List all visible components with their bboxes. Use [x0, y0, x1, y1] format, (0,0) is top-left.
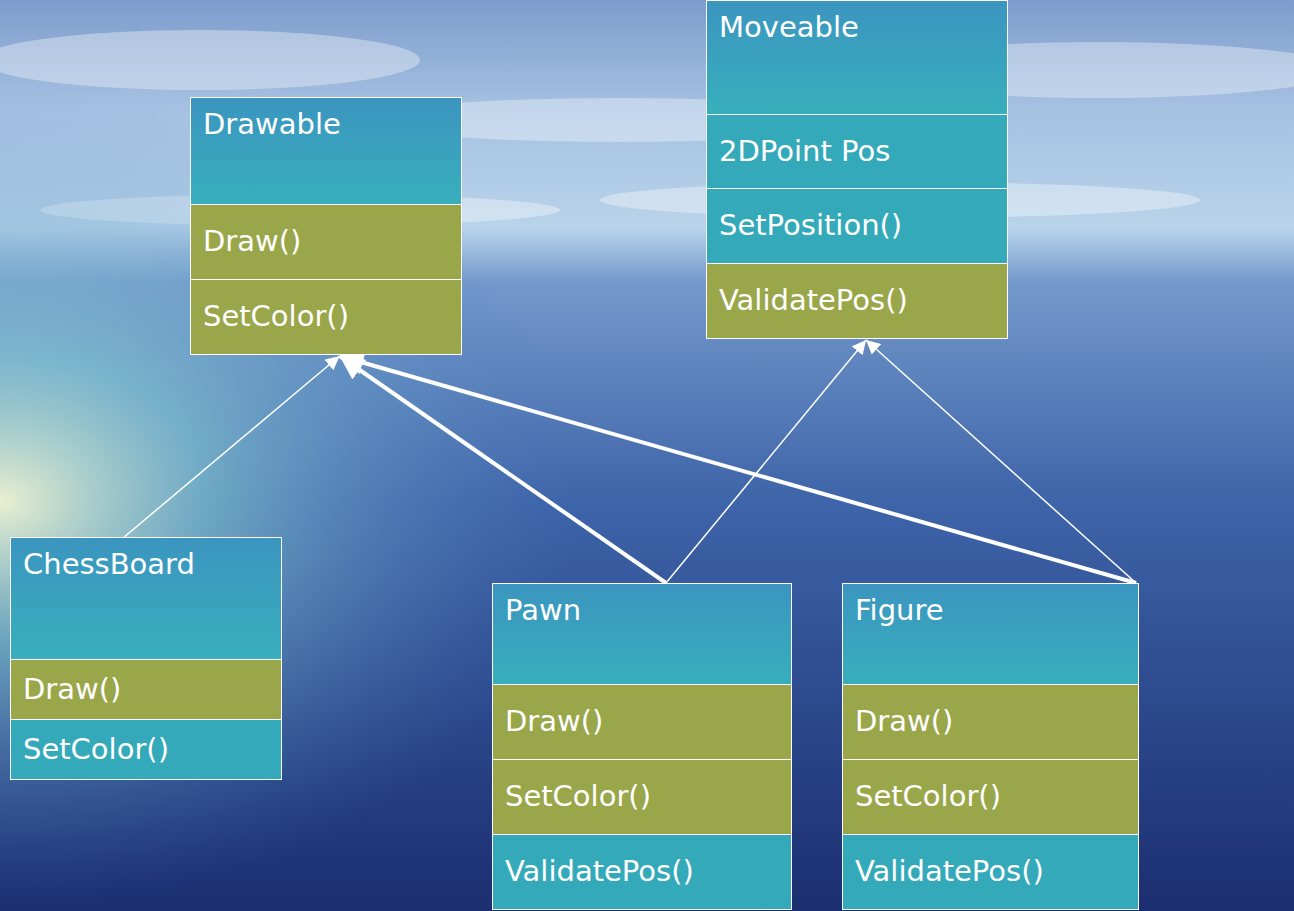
class-member: SetColor()	[855, 780, 1001, 813]
class-member: 2DPoint Pos	[719, 135, 890, 168]
class-member-row: 2DPoint Pos	[707, 114, 1007, 188]
class-member: ValidatePos()	[719, 284, 908, 317]
class-member: Draw()	[855, 705, 953, 738]
class-member: Draw()	[23, 673, 121, 706]
class-member: SetPosition()	[719, 209, 902, 242]
class-member: ValidatePos()	[505, 855, 694, 888]
class-name: Figure	[855, 594, 944, 627]
inheritance-arrow	[666, 340, 866, 583]
class-member: SetColor()	[505, 780, 651, 813]
inheritance-arrow	[340, 356, 666, 583]
class-member-row: SetColor()	[843, 759, 1138, 834]
class-member-row: Draw()	[191, 204, 461, 279]
class-member: ValidatePos()	[855, 855, 1044, 888]
class-box: ChessBoardDraw() SetColor()	[10, 537, 282, 780]
class-member: Draw()	[203, 225, 301, 258]
class-member-row: ValidatePos()	[707, 263, 1007, 338]
class-name: Pawn	[505, 594, 581, 627]
class-header: Drawable	[191, 98, 461, 204]
class-name: ChessBoard	[23, 548, 195, 581]
class-box: FigureDraw() SetColor() ValidatePos()	[842, 583, 1139, 910]
class-header: Moveable	[707, 1, 1007, 114]
inheritance-arrow	[340, 356, 1136, 583]
class-box: Moveable 2DPoint PosSetPosition() Validate…	[706, 0, 1008, 339]
class-name: Drawable	[203, 108, 341, 141]
class-member-row: Draw()	[493, 684, 791, 759]
class-member: SetColor()	[23, 733, 169, 766]
class-member-row: ValidatePos()	[493, 834, 791, 909]
class-member-row: SetPosition()	[707, 188, 1007, 263]
class-header: Pawn	[493, 584, 791, 684]
class-member-row: ValidatePos()	[843, 834, 1138, 909]
inheritance-arrow	[124, 356, 339, 537]
class-box: PawnDraw() SetColor() ValidatePos()	[492, 583, 792, 910]
class-header: Figure	[843, 584, 1138, 684]
class-header: ChessBoard	[11, 538, 281, 659]
inheritance-arrow	[866, 340, 1136, 583]
class-member-row: SetColor()	[11, 719, 281, 779]
class-member-row: Draw()	[11, 659, 281, 719]
class-name: Moveable	[719, 11, 859, 44]
class-member: Draw()	[505, 705, 603, 738]
class-member-row: Draw()	[843, 684, 1138, 759]
class-member-row: SetColor()	[493, 759, 791, 834]
class-member: SetColor()	[203, 300, 349, 333]
class-member-row: SetColor()	[191, 279, 461, 354]
class-box: DrawableDraw() SetColor()	[190, 97, 462, 355]
